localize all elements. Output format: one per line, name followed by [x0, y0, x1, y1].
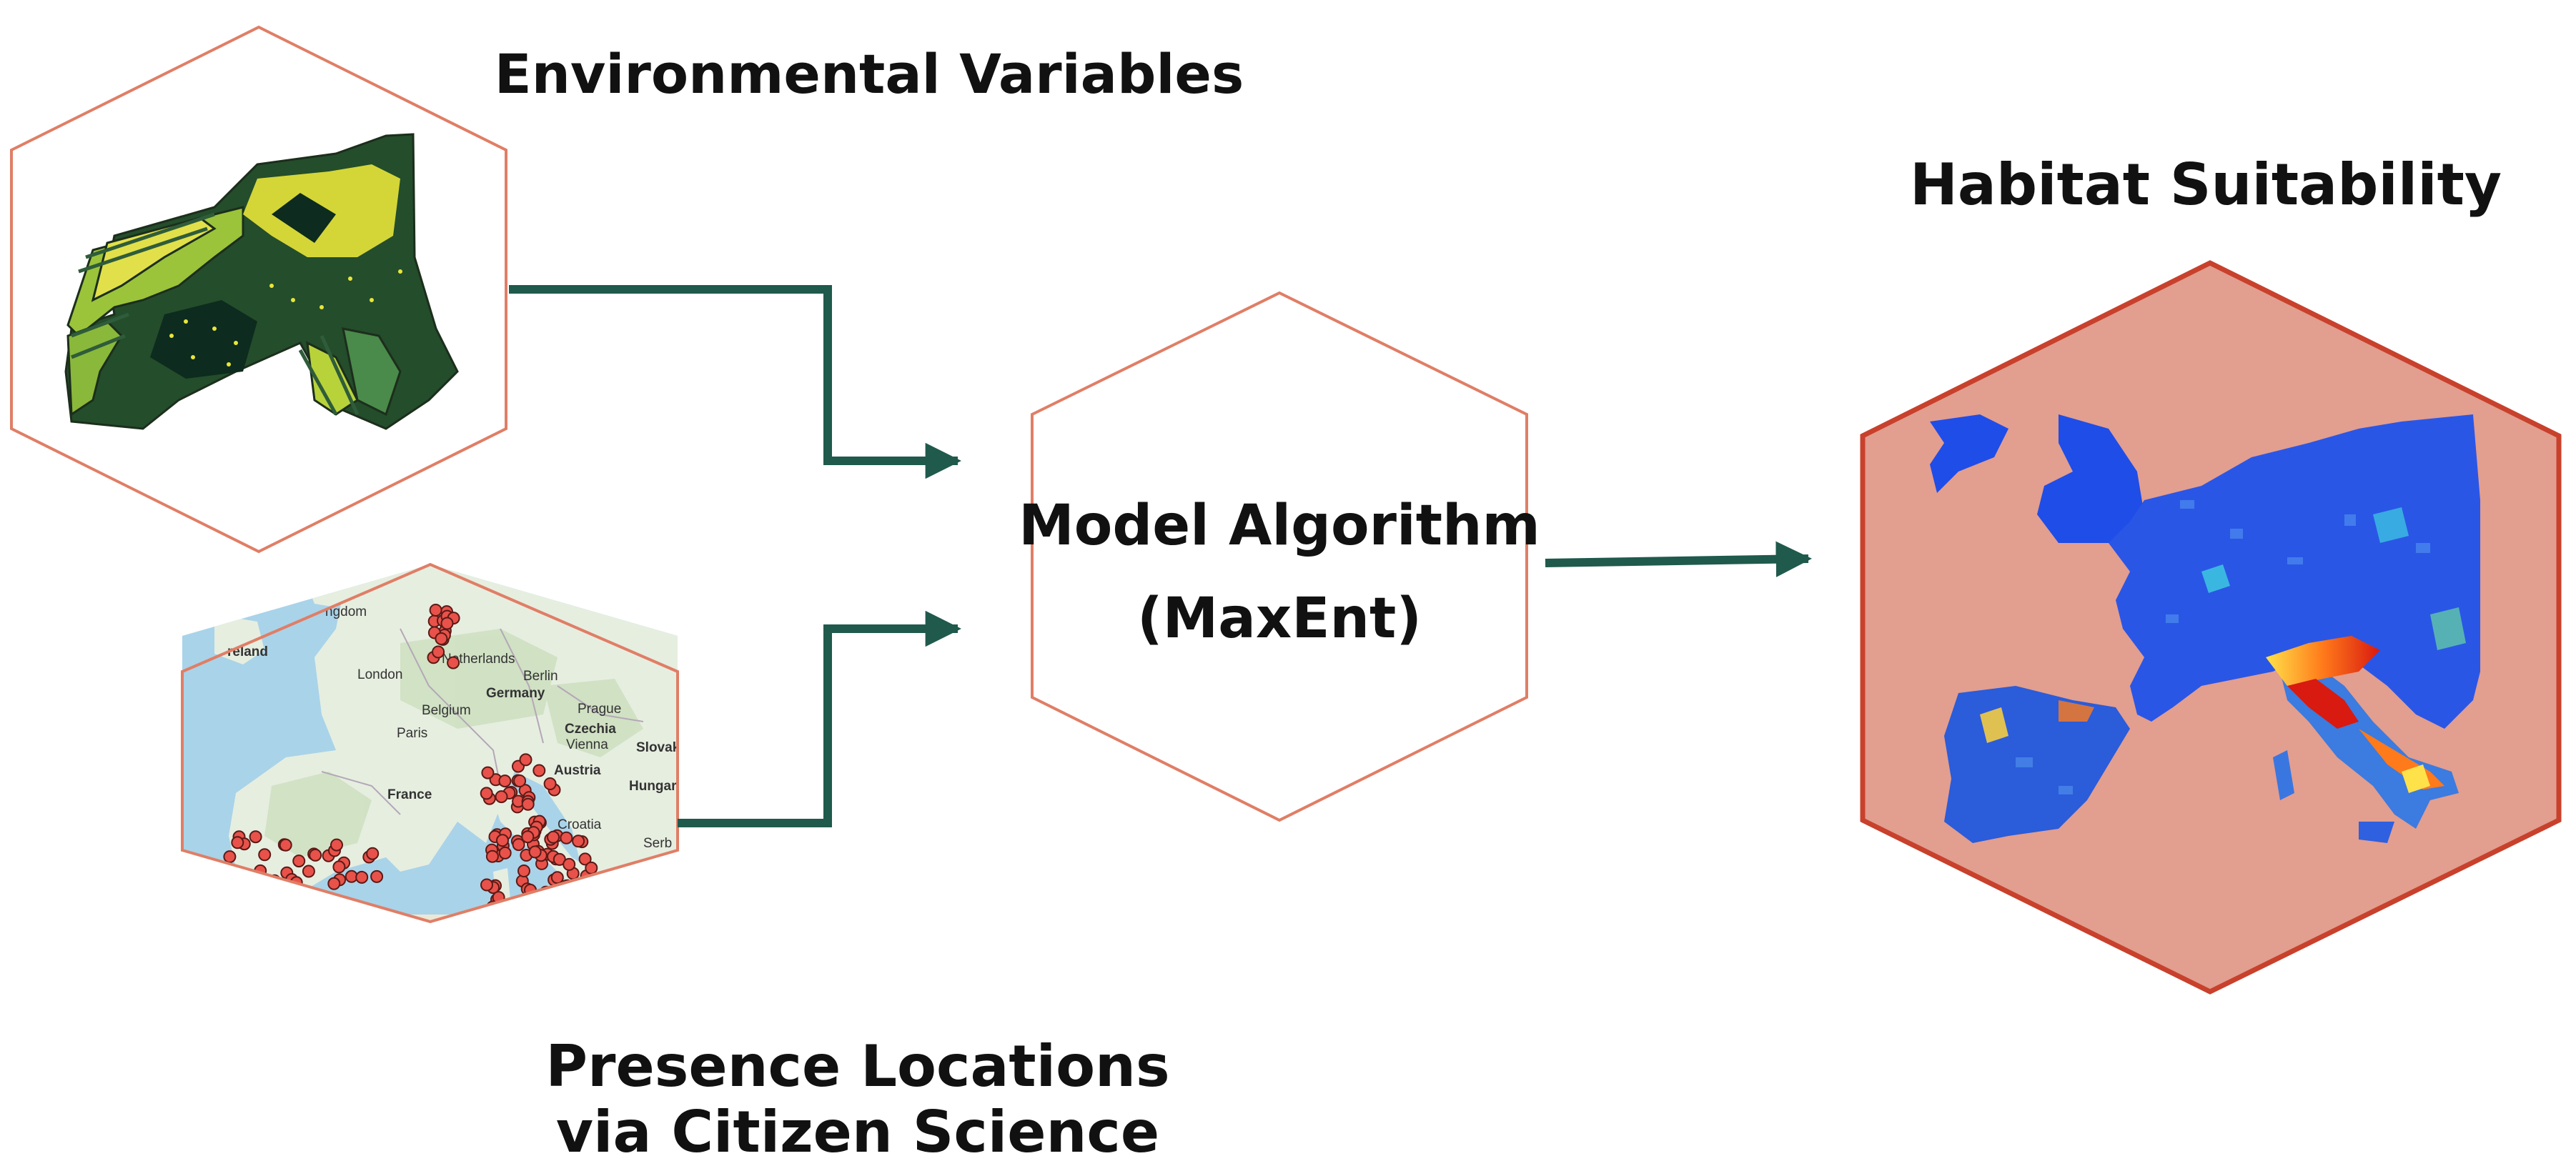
map-label-hungary: Hungary — [629, 779, 685, 794]
model-algorithm-hexagon — [1031, 291, 1528, 822]
presence-point — [548, 888, 561, 901]
presence-point — [543, 777, 557, 790]
presence-point — [585, 861, 598, 874]
presence-point — [447, 656, 460, 669]
map-label-serbia: Serb — [643, 836, 672, 851]
presence-point — [521, 797, 535, 811]
suitability-hotspots — [1980, 507, 2466, 793]
presence-locations-node: ngdom reland London Netherlands Berlin G… — [181, 562, 1170, 1165]
presence-locations-title-line2: via Citizen Science — [556, 1099, 1159, 1165]
map-label-croatia: Croatia — [558, 817, 602, 832]
presence-point — [513, 774, 527, 787]
suitability-map — [1930, 414, 2480, 843]
presence-point — [292, 854, 306, 868]
arrow-presence-to-model — [678, 610, 962, 827]
map-label-germany: Germany — [486, 686, 545, 701]
map-label-france: France — [387, 787, 432, 802]
presence-point — [267, 883, 280, 897]
presence-point — [498, 774, 512, 788]
map-label-vienna: Vienna — [566, 737, 608, 752]
presence-point — [496, 834, 509, 847]
presence-point — [249, 830, 262, 844]
presence-point — [440, 617, 454, 630]
presence-points — [223, 604, 598, 915]
presence-point — [270, 890, 284, 902]
flow-arrows — [509, 285, 1813, 827]
map-label-netherlands: Netherlands — [442, 652, 515, 667]
presence-point — [355, 870, 369, 884]
presence-locations-title-line1: Presence Locations — [545, 1033, 1169, 1100]
map-label-slovakia: Slovak — [636, 740, 680, 755]
presence-point — [480, 878, 493, 892]
presence-point — [223, 850, 237, 864]
presence-point — [554, 890, 568, 903]
environmental-variables-node: Environmental Variables — [10, 25, 1244, 554]
presence-point — [560, 831, 573, 844]
presence-point — [512, 838, 525, 852]
map-land-africa — [300, 915, 678, 922]
presence-point — [498, 846, 512, 859]
presence-point — [309, 848, 322, 862]
map-label-london: London — [357, 667, 402, 682]
presence-point — [370, 869, 384, 883]
presence-point — [429, 604, 442, 617]
presence-point — [571, 885, 585, 898]
presence-point — [521, 830, 535, 844]
presence-point — [481, 766, 495, 779]
presence-point — [302, 864, 315, 878]
map-label-paris: Paris — [397, 726, 427, 741]
habitat-suitability-title: Habitat Suitability — [1910, 151, 2502, 218]
presence-point — [332, 860, 346, 874]
presence-locations-hexagon — [181, 562, 679, 924]
presence-point — [279, 838, 292, 852]
model-algorithm-title-line2: (MaxEnt) — [1137, 587, 1422, 651]
map-label-prague: Prague — [578, 702, 621, 717]
presence-point — [435, 632, 448, 645]
presence-point — [578, 852, 592, 866]
map-label-berlin: Berlin — [523, 669, 558, 684]
model-algorithm-node: Model Algorithm (MaxEnt) — [1019, 291, 1540, 822]
map-label-spain: Spain — [289, 930, 327, 945]
presence-point — [480, 787, 493, 800]
presence-point — [517, 864, 530, 877]
suitability-ireland — [2037, 414, 2144, 543]
map-label-portugal: Portugal — [229, 903, 284, 918]
map-label-belgium: Belgium — [422, 703, 471, 718]
map-label-tunisia: Tunisi — [543, 1007, 579, 1022]
presence-point — [485, 849, 499, 863]
suitability-mainland — [2109, 414, 2480, 729]
presence-point — [495, 790, 508, 804]
presence-point — [532, 764, 546, 777]
arrow-environmental-to-model — [509, 285, 962, 479]
presence-point — [256, 890, 269, 903]
presence-point — [366, 847, 380, 860]
map-label-kingdom: ngdom — [325, 604, 367, 619]
map-label-czechia: Czechia — [565, 722, 616, 737]
raster-stack-illustration — [64, 133, 459, 430]
presence-point — [432, 645, 445, 659]
presence-map: ngdom reland London Netherlands Berlin G… — [182, 564, 685, 1022]
suitability-britain — [1930, 414, 2008, 493]
presence-point — [528, 845, 542, 859]
presence-point — [519, 753, 532, 767]
map-label-ionian-sea: Ionian Sea — [507, 917, 573, 932]
presence-point — [550, 871, 564, 885]
habitat-suitability-node: Habitat Suitability — [1860, 151, 2562, 995]
presence-point — [277, 901, 290, 915]
presence-point — [258, 848, 272, 862]
arrow-model-to-habitat — [1545, 541, 1813, 577]
model-algorithm-title-line1: Model Algorithm — [1019, 494, 1540, 558]
presence-point — [231, 836, 244, 849]
map-label-ireland: reland — [227, 644, 268, 659]
presence-point — [547, 830, 560, 844]
suitability-sicily — [2359, 822, 2394, 843]
map-label-austria: Austria — [554, 763, 601, 778]
presence-point — [330, 838, 343, 852]
suitability-sardinia — [2273, 750, 2294, 800]
presence-point — [572, 834, 585, 848]
presence-point — [327, 877, 341, 890]
presence-point — [563, 857, 576, 871]
environmental-variables-title: Environmental Variables — [495, 42, 1244, 106]
